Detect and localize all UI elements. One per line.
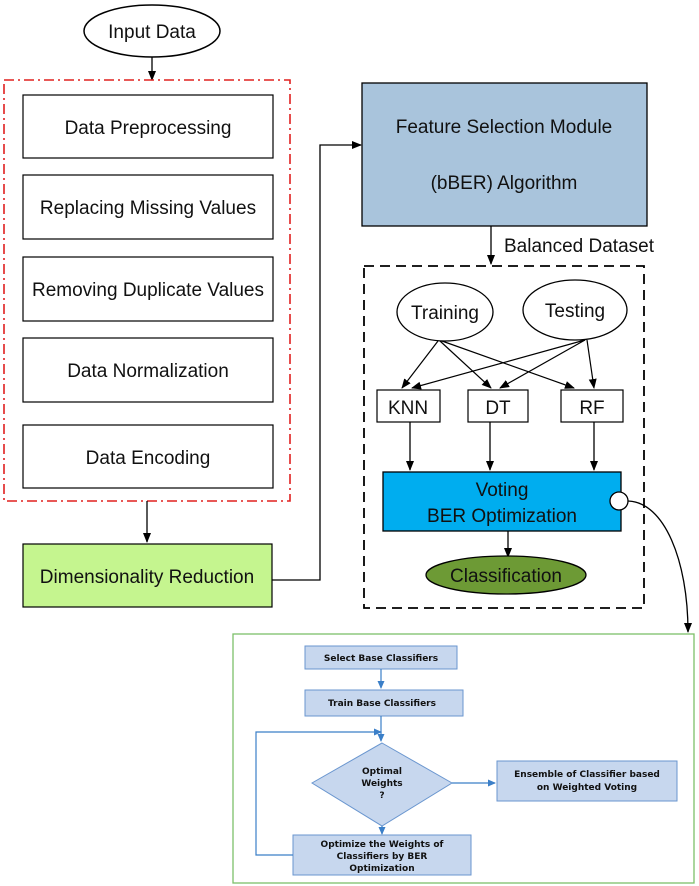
ensemble-box [496,760,678,802]
classifier-dt-label: DT [485,398,511,419]
dimensionality-reduction-label: Dimensionality Reduction [40,567,254,588]
testing-to-knn [411,339,586,390]
step-label-0: Data Preprocessing [65,118,232,139]
step-box-1 [22,174,274,240]
training-node [396,282,494,342]
optimize-box [292,834,472,876]
training-to-dt [439,340,492,389]
optimal-line2: Weights [361,779,402,789]
classification-label: Classification [450,566,562,587]
testing-node [522,279,628,341]
preprocessing-steps: Data Preprocessing Replacing Missing Val… [22,94,274,489]
input-data-label: Input Data [108,22,196,43]
feedback-loop-arrow [255,728,382,856]
classifier-dt [467,389,529,423]
callout-connector-circle [609,491,629,511]
step-box-3 [22,337,274,403]
step-label-4: Data Encoding [86,448,211,469]
testing-to-dt [499,339,586,389]
training-to-knn [401,340,439,389]
train-base-box [304,689,464,717]
balanced-dataset-label: Balanced Dataset [504,236,655,257]
optimal-line3: ? [379,791,384,801]
feature-selection-line2: (bBER) Algorithm [431,173,578,194]
step-label-3: Data Normalization [67,361,229,382]
voting-line2: BER Optimization [427,506,577,527]
voting-line1: Voting [476,480,529,501]
classification-node [425,555,587,595]
dimensionality-reduction-box [22,543,273,608]
train-base-label: Train Base Classifiers [328,699,436,709]
step-box-4 [22,424,274,489]
optimize-line3: Optimization [349,864,414,874]
step-label-1: Replacing Missing Values [40,198,256,219]
classifier-rf [560,389,624,423]
classifier-rf-label: RF [579,398,604,419]
select-base-label: Select Base Classifiers [324,654,438,664]
ensemble-line2: on Weighted Voting [537,783,637,793]
step-box-0 [22,94,274,159]
optimize-line1: Optimize the Weights of [321,840,444,850]
step-label-2: Removing Duplicate Values [32,280,264,301]
feature-selection-line1: Feature Selection Module [396,117,613,138]
classification-group [363,265,645,609]
split-connectors [401,339,597,390]
ensemble-line1: Ensemble of Classifier based [514,770,660,780]
step-box-2 [22,256,274,322]
optimize-line2: Classifiers by BER [337,852,428,862]
optimal-line1: Optimal [362,767,402,777]
feature-selection-box [361,82,648,227]
training-to-rf [441,340,575,389]
callout-connector-curve [627,500,692,633]
training-label: Training [411,303,479,324]
classifier-knn [376,389,441,423]
voting-box [382,471,622,532]
testing-label: Testing [545,301,605,322]
arrow-dim-to-feature [272,141,362,581]
testing-to-rf [586,339,597,389]
classifier-knn-label: KNN [388,398,428,419]
